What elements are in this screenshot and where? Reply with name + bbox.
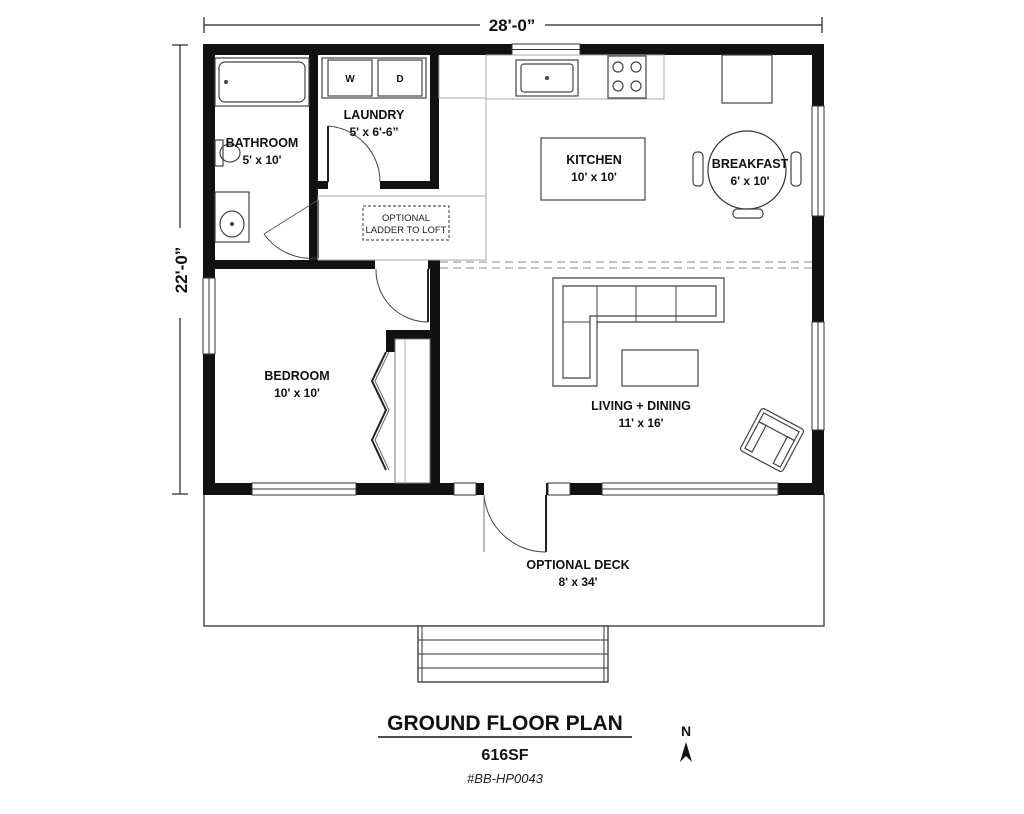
bathroom-label: BATHROOM <box>226 136 299 150</box>
depth-dimension: 22'-0” <box>172 44 191 495</box>
deck-size: 8' x 34' <box>558 575 597 589</box>
width-dimension: 28'-0” <box>203 16 823 35</box>
deck <box>203 493 825 683</box>
dryer-label: D <box>396 74 403 85</box>
toilet-tank <box>214 139 224 167</box>
stove <box>607 55 647 99</box>
windows <box>202 43 825 496</box>
breakfast-label: BREAKFAST <box>712 157 789 171</box>
plan-title: GROUND FLOOR PLAN <box>387 712 623 735</box>
ladder-label-line1: OPTIONAL <box>382 213 430 224</box>
breakfast-table <box>692 130 802 219</box>
loft-ladder <box>362 205 450 241</box>
living-label: LIVING + DINING <box>591 399 691 413</box>
washer-label: W <box>345 74 355 85</box>
laundry-door <box>327 125 381 183</box>
laundry-fixtures: W D <box>321 57 427 99</box>
refrigerator <box>721 54 773 104</box>
kitchen-label: KITCHEN <box>566 153 622 167</box>
sink <box>219 210 245 238</box>
hallway: OPTIONAL LADDER TO LOFT <box>317 195 487 261</box>
breakfast-size: 6' x 10' <box>730 174 769 188</box>
interior-walls <box>203 55 440 494</box>
width-label: 28'-0” <box>489 16 536 35</box>
dryer <box>377 59 423 97</box>
laundry-size: 5' x 6'-6” <box>349 125 398 139</box>
plan-area: 616SF <box>481 747 528 764</box>
kitchen-island <box>540 137 646 201</box>
bathtub <box>214 57 310 107</box>
vanity <box>214 191 250 243</box>
north-arrow-icon: N <box>680 723 692 762</box>
kitchen-sink <box>515 59 579 97</box>
sectional-sofa <box>552 277 725 387</box>
exterior-walls <box>203 44 824 495</box>
bifold-closet <box>370 338 431 484</box>
ladder-label-line2: LADDER TO LOFT <box>366 225 447 236</box>
laundry-label: LAUNDRY <box>344 108 405 122</box>
armchair <box>739 407 805 473</box>
bedroom-door <box>375 268 429 323</box>
coffee-table <box>621 349 699 387</box>
living-size: 11' x 16' <box>618 416 663 430</box>
bathroom-fixtures <box>214 57 310 243</box>
depth-label: 22'-0” <box>172 247 191 294</box>
room-labels: BATHROOM 5' x 10' LAUNDRY 5' x 6'-6” KIT… <box>226 108 789 589</box>
plan-code: #BB-HP0043 <box>467 771 544 786</box>
title-block: GROUND FLOOR PLAN 616SF #BB-HP0043 <box>378 712 632 786</box>
deck-label: OPTIONAL DECK <box>526 558 629 572</box>
bedroom-size: 10' x 10' <box>274 386 320 400</box>
bedroom-label: BEDROOM <box>264 369 329 383</box>
bathroom-size: 5' x 10' <box>242 153 281 167</box>
front-door <box>483 494 547 553</box>
washer <box>327 59 373 97</box>
kitchen-fixtures <box>438 54 773 201</box>
kitchen-counter <box>485 54 665 100</box>
kitchen-size: 10' x 10' <box>571 170 617 184</box>
north-label: N <box>681 723 691 739</box>
toilet <box>219 143 241 163</box>
